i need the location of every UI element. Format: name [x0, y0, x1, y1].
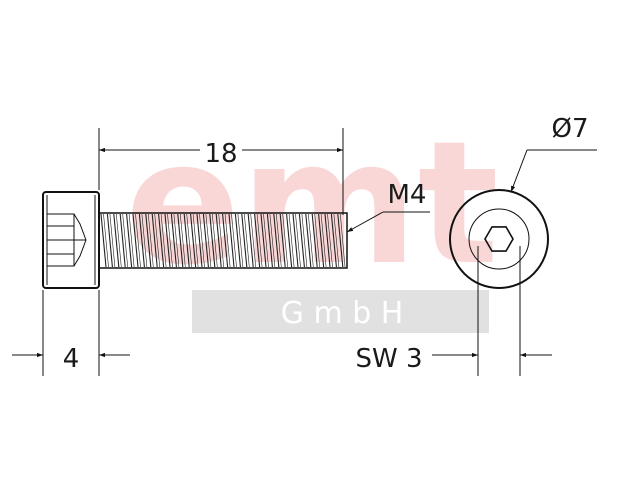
watermark-company-suffix: G m b H: [281, 296, 404, 331]
head-height-label: 4: [63, 344, 80, 374]
length-label: 18: [204, 139, 237, 169]
thread-callout: [346, 211, 430, 233]
wrench-size-label: SW 3: [355, 344, 422, 374]
wrench-size-dimension: [432, 246, 552, 376]
screw-thread: [98, 212, 348, 269]
watermark-logo: emt: [125, 105, 499, 303]
watermark-band: [192, 290, 489, 333]
hex-socket: [484, 226, 514, 252]
diameter-callout: [510, 149, 597, 193]
screw-head: [42, 191, 100, 289]
diameter-label: Ø7: [551, 114, 588, 144]
watermark: emt G m b H: [125, 105, 499, 333]
screw-end-view: [449, 189, 549, 289]
thread-label: M4: [388, 180, 427, 210]
length-dimension: [98, 128, 344, 215]
head-height-dimension: [12, 290, 130, 376]
